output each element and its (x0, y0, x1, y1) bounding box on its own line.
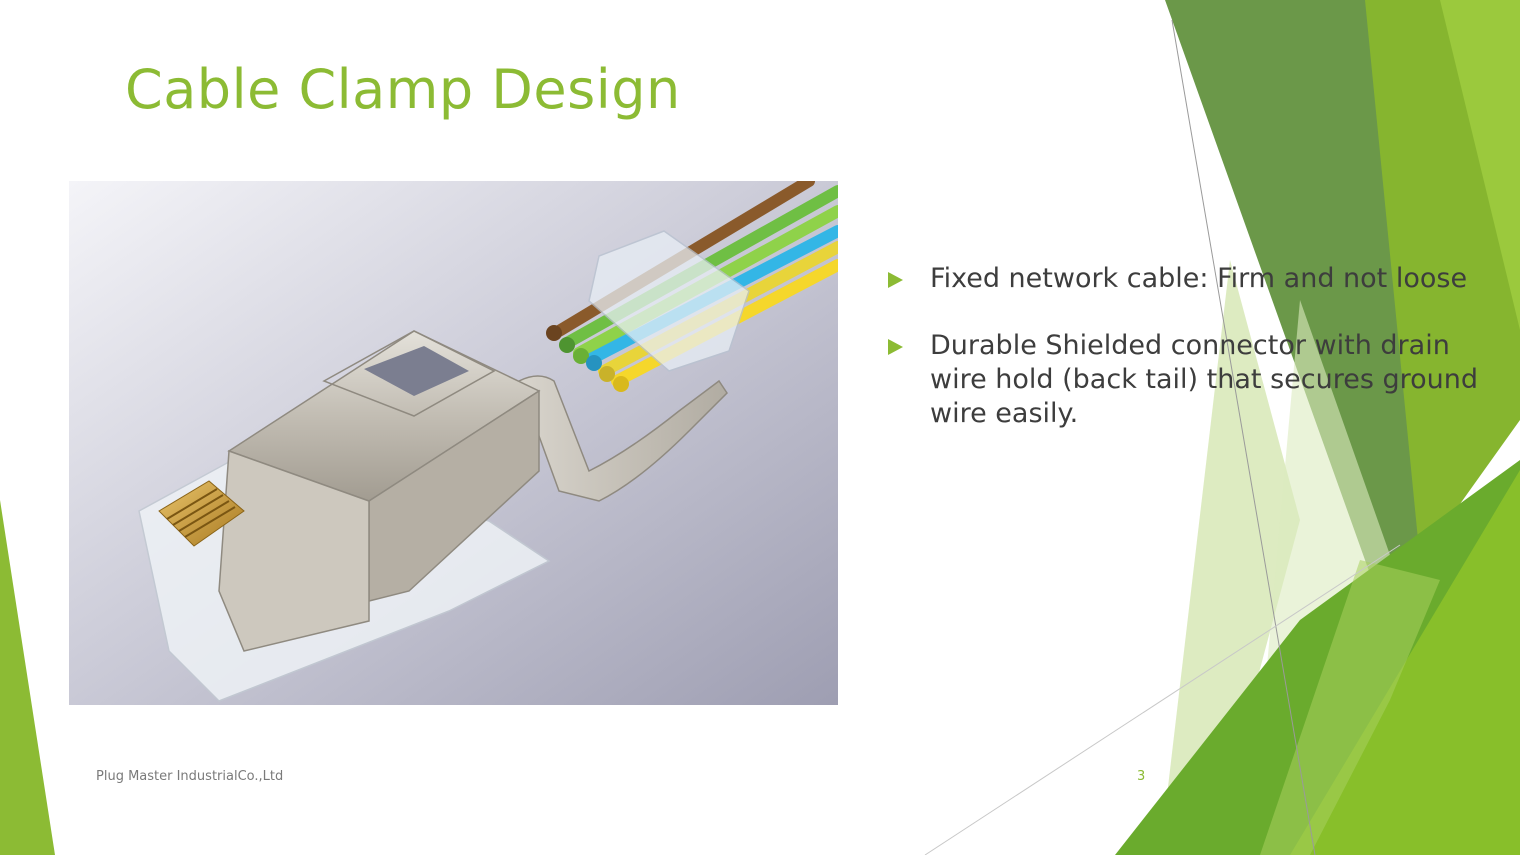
bg-shape-pale (1160, 260, 1300, 855)
bg-line-1 (1171, 19, 1316, 855)
bullet-text: Fixed network cable: Firm and not loose (930, 263, 1468, 294)
bullet-item: Durable Shielded connector with drain wi… (888, 329, 1508, 431)
bullet-arrow-icon (888, 339, 903, 355)
bg-shape-left (0, 500, 55, 855)
connector-photo (69, 181, 838, 705)
shield-raised (322, 330, 496, 417)
page-number: 3 (1137, 769, 1146, 784)
bullet-item: Fixed network cable: Firm and not loose (888, 262, 1508, 296)
bg-shape-bottom-light (1260, 560, 1440, 855)
clamp-tail (518, 375, 728, 502)
bullet-list: Fixed network cable: Firm and not loose … (888, 262, 1508, 464)
shield-front (218, 449, 370, 652)
bullet-text: Durable Shielded connector with drain wi… (930, 330, 1479, 429)
gold-contacts (158, 480, 245, 547)
footer-text: Plug Master IndustrialCo.,Ltd (96, 769, 284, 784)
slide-title: Cable Clamp Design (125, 58, 681, 121)
load-bar (588, 230, 750, 372)
shield-window (364, 346, 469, 396)
bullet-arrow-icon (888, 272, 903, 288)
bg-shape-light (1440, 0, 1520, 330)
bg-line-2 (924, 544, 1401, 855)
